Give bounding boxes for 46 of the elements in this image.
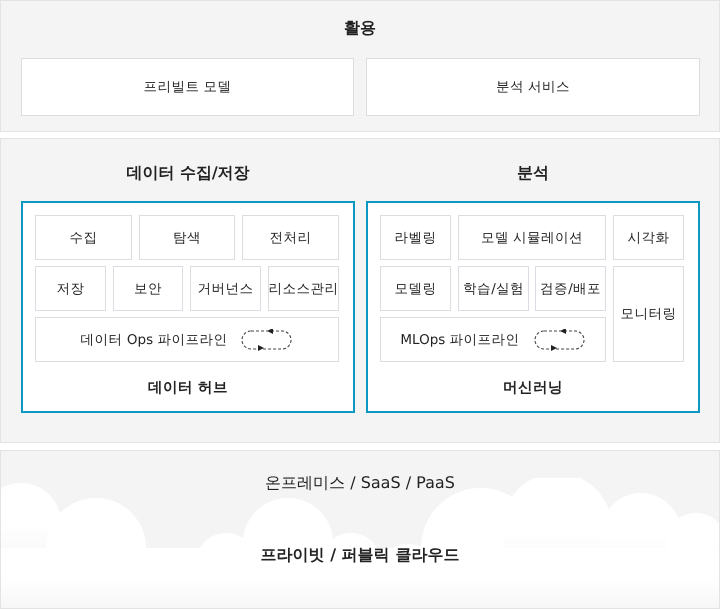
box-label: MLOps 파이프라인 [400,330,520,348]
box-label: 수집 [70,228,98,246]
process-box [380,215,451,260]
process-box [242,215,339,260]
process-box [613,266,684,362]
process-box [113,266,183,311]
process-box [380,317,606,362]
box-label: 저장 [56,280,84,298]
section-band [0,450,720,609]
section-heading: 분석 [517,163,549,184]
process-box [35,317,339,362]
box-label: 분석 서비스 [496,78,570,96]
process-box [35,215,132,260]
box-label: 모델링 [394,280,436,298]
band-heading: 프라이빗 / 퍼블릭 클라우드 [260,545,460,566]
section-heading: 데이터 수집/저장 [126,163,250,184]
box-label: 탐색 [173,228,201,246]
box-label: 모델 시뮬레이션 [480,228,584,246]
group-label: 머신러닝 [503,379,563,397]
process-box [268,266,339,311]
box-label: 시각화 [628,228,670,246]
box-label: 데이터 Ops 파이프라인 [80,330,228,348]
process-box [35,266,106,311]
process-box [458,215,606,260]
box-label: 라벨링 [394,228,436,246]
process-box [21,58,354,116]
box-label: 프리빌트 모델 [143,78,232,96]
box-label: 거버넌스 [198,280,254,298]
section-band [0,0,720,132]
band-title: 온프레미스 / SaaS / PaaS [265,473,455,494]
box-label: 리소스관리 [268,280,338,298]
box-label: 검증/배포 [540,280,601,298]
process-box [366,58,700,116]
process-box [613,215,684,260]
box-label: 전처리 [270,228,312,246]
process-box [458,266,529,311]
box-label: 학습/실험 [463,280,524,298]
process-box [139,215,235,260]
box-label: 모니터링 [620,305,676,323]
process-box [535,266,606,311]
group-label: 데이터 허브 [148,379,228,397]
process-box [380,266,451,311]
section-band [0,138,720,443]
process-box [190,266,261,311]
box-label: 보안 [134,280,162,298]
band-heading: 활용 [344,18,376,39]
